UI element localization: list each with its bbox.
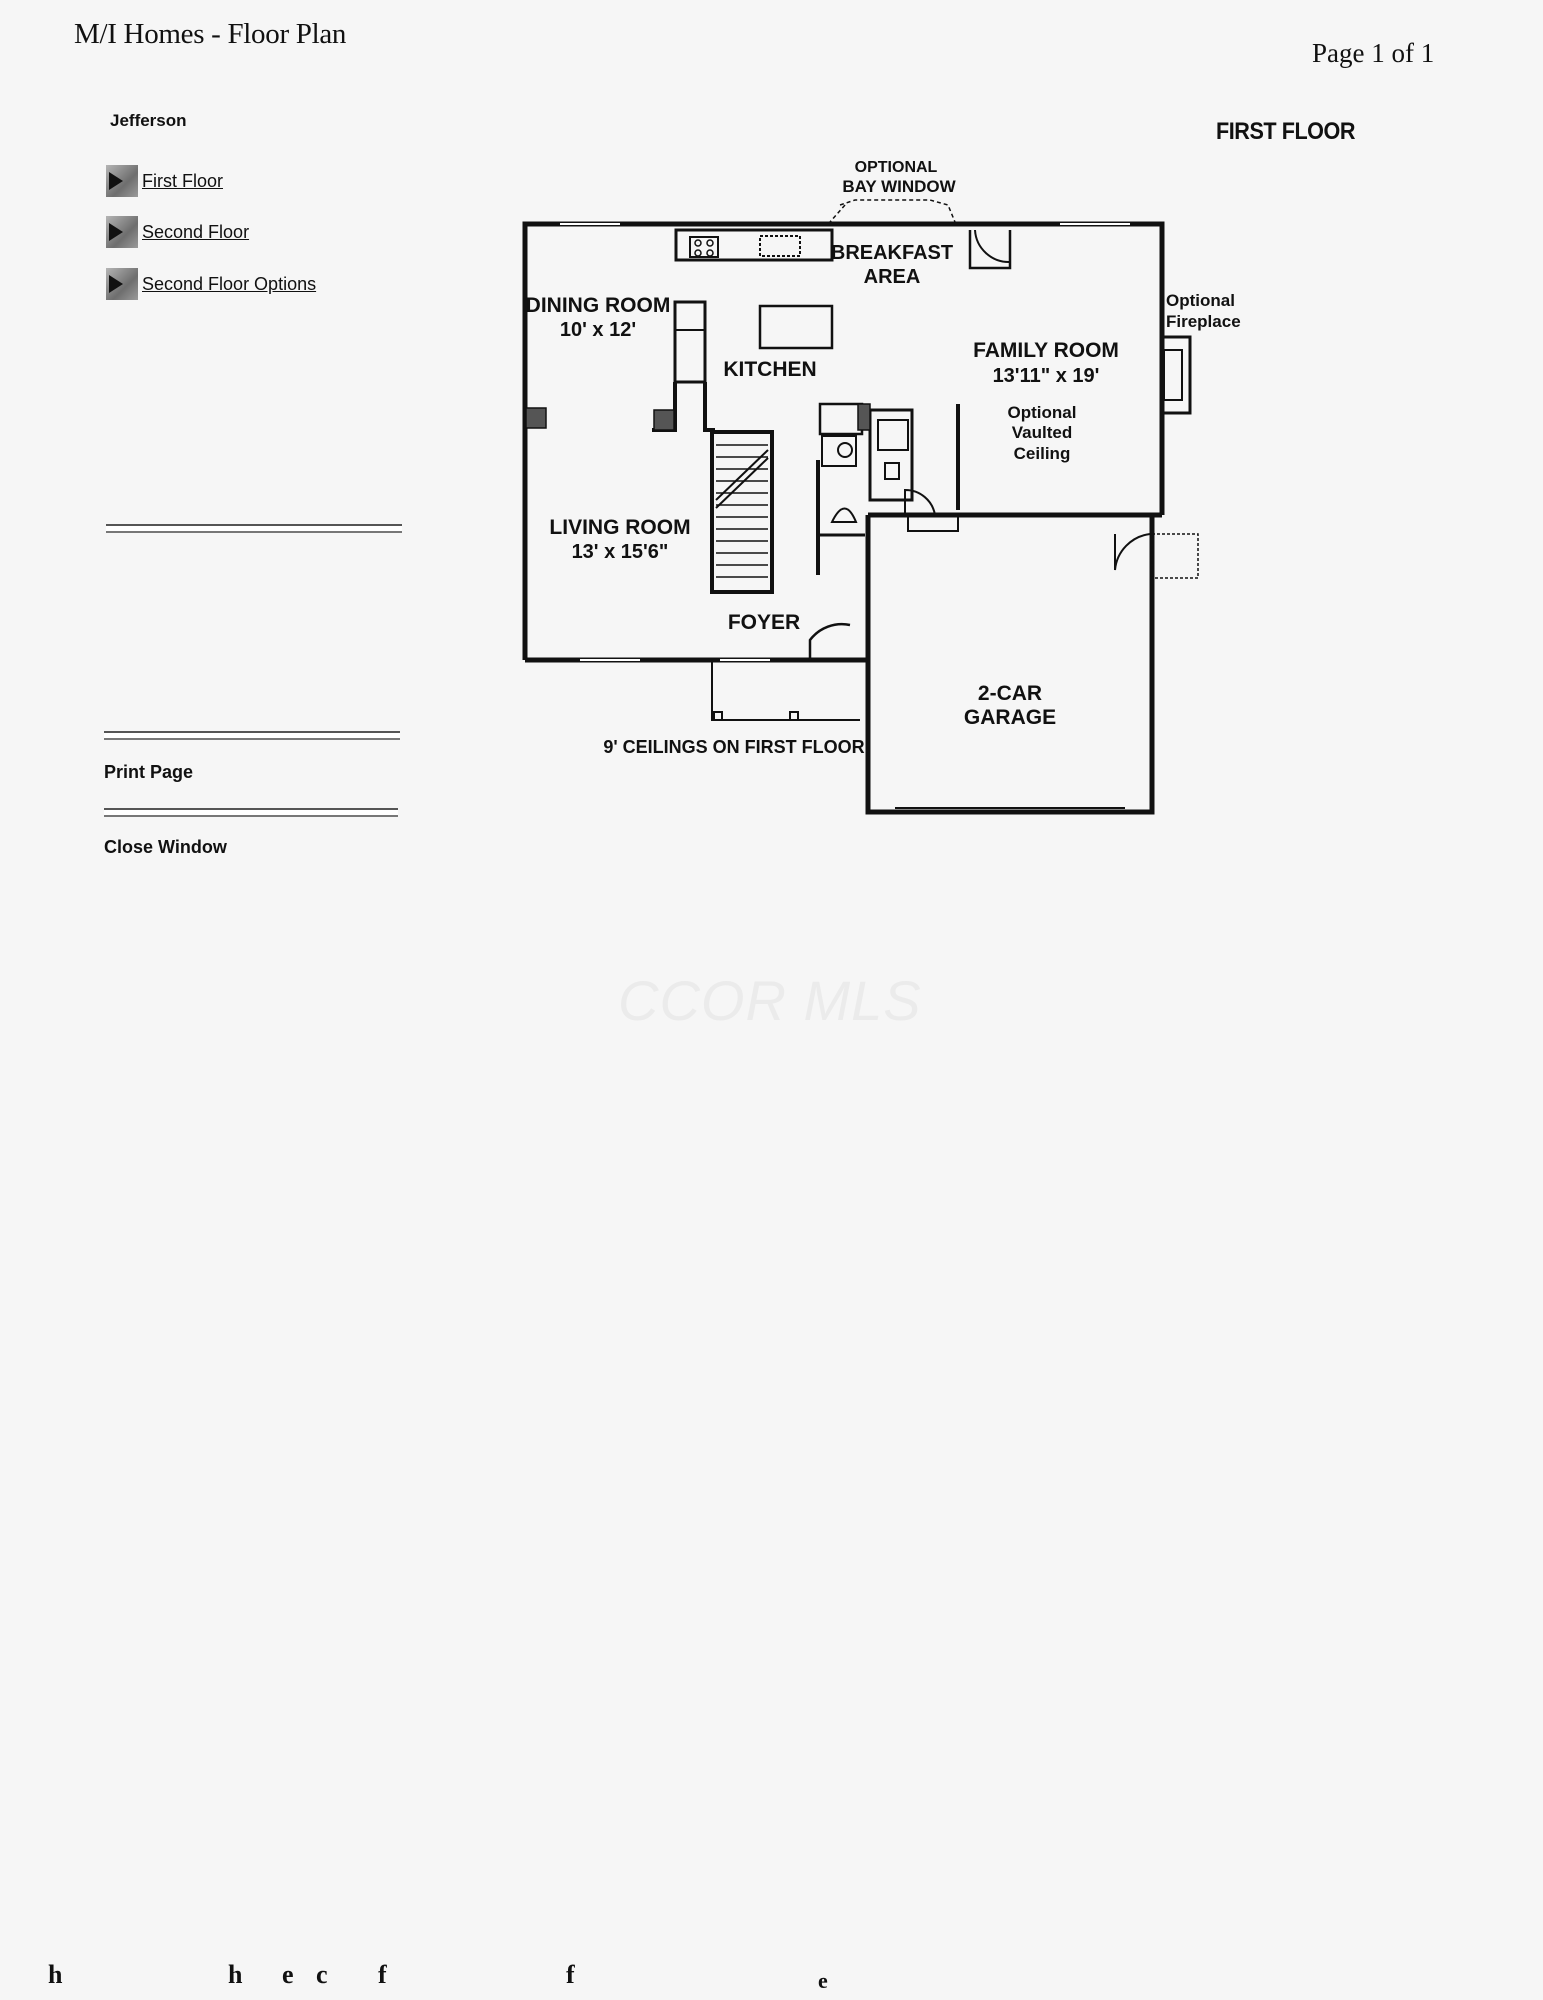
bay-window-label: OPTIONAL bbox=[855, 159, 938, 176]
plan-name: Jefferson bbox=[110, 111, 187, 130]
foyer-label: FOYER bbox=[728, 611, 800, 634]
nav-link-second-floor[interactable]: Second Floor bbox=[142, 221, 250, 242]
breakfast-area-label: AREA bbox=[864, 266, 921, 288]
family-room-size: 13'11" x 19' bbox=[993, 365, 1100, 387]
living-room-label: LIVING ROOM bbox=[549, 516, 690, 539]
family-room-label: FAMILY ROOM bbox=[973, 339, 1119, 362]
nav-link-first-floor[interactable]: First Floor bbox=[142, 170, 223, 191]
footer-letter: h bbox=[228, 1960, 243, 1989]
footer-letter: e bbox=[282, 1960, 294, 1989]
nav-item-second-floor-options[interactable]: Second Floor Options bbox=[106, 268, 316, 300]
nav-item-first-floor[interactable]: First Floor bbox=[106, 165, 223, 197]
play-arrow-icon bbox=[106, 165, 138, 197]
ceilings-note: 9' CEILINGS ON FIRST FLOOR bbox=[603, 737, 864, 757]
footer-letter: h bbox=[48, 1960, 63, 1989]
footer-letter: f bbox=[378, 1960, 387, 1989]
footer-letter: f bbox=[566, 1960, 575, 1989]
play-arrow-icon bbox=[106, 216, 138, 248]
breakfast-area-label: BREAKFAST bbox=[831, 242, 953, 264]
living-room-size: 13' x 15'6" bbox=[572, 541, 669, 563]
nav-link-second-floor-options[interactable]: Second Floor Options bbox=[142, 273, 317, 294]
vaulted-ceiling-label: Ceiling bbox=[1014, 444, 1071, 463]
garage-label: GARAGE bbox=[964, 706, 1056, 729]
garage-label: 2-CAR bbox=[978, 682, 1042, 705]
vaulted-ceiling-label: Optional bbox=[1008, 403, 1077, 422]
columns bbox=[525, 403, 871, 431]
footer-letter: c bbox=[316, 1960, 328, 1989]
page-count: Page 1 of 1 bbox=[1312, 38, 1435, 68]
dining-room-label: DINING ROOM bbox=[526, 294, 671, 317]
floor-plan-walls bbox=[522, 199, 1199, 815]
divider bbox=[106, 524, 402, 533]
footer-letter: e bbox=[818, 1968, 828, 1993]
floor-plan-labels: OPTIONAL BAY WINDOW BREAKFAST AREA DININ… bbox=[526, 159, 1241, 757]
vaulted-ceiling-label: Vaulted bbox=[1012, 423, 1072, 442]
print-page-link[interactable]: Print Page bbox=[104, 762, 194, 782]
bay-window-label: BAY WINDOW bbox=[842, 177, 956, 196]
page-title: M/I Homes - Floor Plan bbox=[74, 18, 347, 50]
nav-item-second-floor[interactable]: Second Floor bbox=[106, 216, 249, 248]
fireplace-label: Fireplace bbox=[1166, 312, 1241, 331]
dining-room-size: 10' x 12' bbox=[560, 319, 636, 341]
divider bbox=[104, 731, 400, 740]
divider bbox=[104, 808, 398, 817]
close-window-link[interactable]: Close Window bbox=[104, 837, 227, 857]
fireplace-label: Optional bbox=[1166, 291, 1235, 310]
floor-label: FIRST FLOOR bbox=[1216, 118, 1356, 145]
play-arrow-icon bbox=[106, 268, 138, 300]
kitchen-label: KITCHEN bbox=[723, 358, 816, 381]
watermark: CCOR MLS bbox=[618, 969, 922, 1032]
floor-plan: OPTIONAL BAY WINDOW BREAKFAST AREA DININ… bbox=[522, 159, 1241, 815]
